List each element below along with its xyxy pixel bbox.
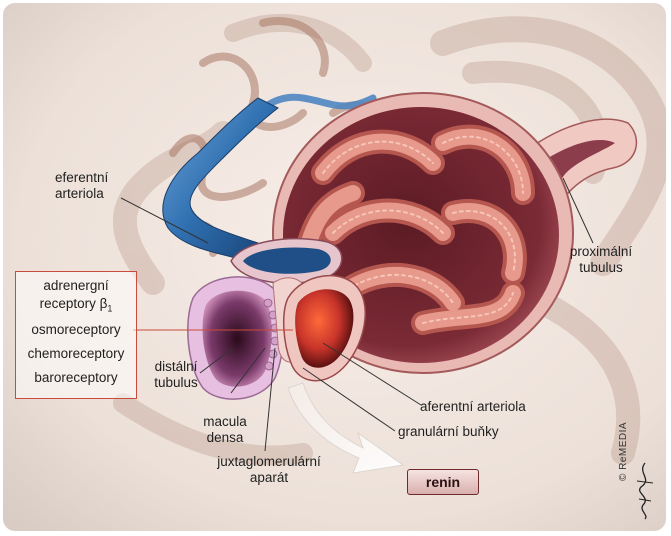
proximal-tubule-label: proximální tubulus	[558, 244, 644, 276]
credit-text: © ReMEDIA	[618, 421, 629, 481]
afferent-arteriole-label: aferentní arteriola	[420, 399, 526, 414]
osmoreceptory-label: osmoreceptory	[31, 322, 121, 337]
renin-box: renin	[407, 469, 479, 495]
proximal-label-line1: proximální	[569, 244, 633, 259]
receptor-box: adrenergní receptory β1 osmoreceptory ch…	[15, 271, 137, 399]
adrenergic-label-line2: receptory β1	[16, 296, 136, 317]
macula-label-line2: densa	[206, 430, 244, 445]
artist-signature	[636, 462, 654, 520]
granular-cells-label: granulární buňky	[398, 424, 499, 439]
macula-densa-label: macula densa	[196, 414, 254, 446]
chemoreceptory-label: chemoreceptory	[27, 346, 125, 361]
afferent-lumen	[295, 289, 354, 368]
renin-arrow	[287, 382, 405, 474]
efferent-label-line2: arteriola	[55, 186, 104, 201]
proximal-label-line2: tubulus	[579, 260, 623, 275]
illustration-frame: eferentní arteriola proximální tubulus a…	[3, 3, 666, 531]
beta-subscript: 1	[107, 303, 113, 314]
glomerular-capillaries	[291, 124, 535, 335]
juxtaglomerular-illustration	[3, 3, 666, 531]
macula-label-line1: macula	[203, 414, 247, 429]
juxtaglomerular-label: juxtaglomerulární aparát	[209, 454, 329, 486]
juxta-label-line2: aparát	[249, 470, 289, 485]
juxta-label-line1: juxtaglomerulární	[217, 454, 321, 469]
baroreceptory-label: baroreceptory	[34, 370, 118, 385]
leader-lines	[120, 177, 594, 452]
distal-tubule-lumen	[202, 290, 272, 387]
efferent-lumen	[243, 247, 331, 274]
adrenergic-label-line1: adrenergní	[43, 278, 109, 293]
distal-label-line2: tubulus	[154, 375, 198, 390]
distal-tubule-label: distální tubulus	[146, 359, 206, 391]
distal-label-line1: distální	[154, 359, 198, 374]
adrenergic-label-text: receptory β	[39, 296, 108, 311]
efferent-label-line1: eferentní	[55, 170, 109, 185]
efferent-arteriole-label: eferentní arteriola	[55, 170, 108, 202]
